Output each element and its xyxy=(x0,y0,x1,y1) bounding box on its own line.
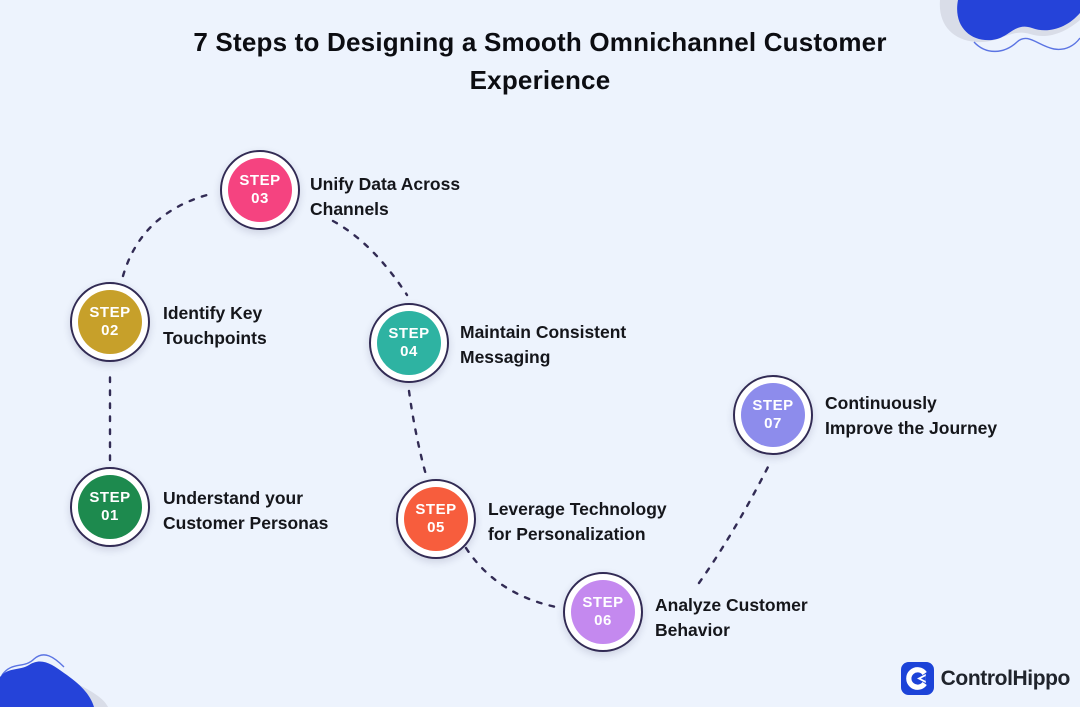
step-label-06: Analyze Customer Behavior xyxy=(655,595,808,640)
brand-logo: ControlHippo xyxy=(900,662,1071,695)
step-number: 07 xyxy=(764,415,782,432)
step-circle-05: STEP 05 xyxy=(404,487,468,551)
step-badge-05: STEP 05 xyxy=(396,479,476,559)
connector-step3-step4 xyxy=(331,219,409,297)
step-circle-04: STEP 04 xyxy=(377,311,441,375)
step-number: 06 xyxy=(594,612,612,629)
connector-step4-step5 xyxy=(407,389,428,477)
step-number: 04 xyxy=(400,343,418,360)
step-circle-01: STEP 01 xyxy=(78,475,142,539)
step-badge-06: STEP 06 xyxy=(563,572,643,652)
step-circle-06: STEP 06 xyxy=(571,580,635,644)
step-prefix: STEP xyxy=(388,325,430,342)
step-number: 03 xyxy=(251,190,269,207)
step-circle-03: STEP 03 xyxy=(228,158,292,222)
step-badge-07: STEP 07 xyxy=(733,375,813,455)
connector-step5-step6 xyxy=(464,546,558,609)
step-number: 05 xyxy=(427,519,445,536)
connector-step2-step3 xyxy=(121,193,209,278)
corner-blob-top-right xyxy=(939,0,1080,53)
step-label-02: Identify Key Touchpoints xyxy=(163,303,267,348)
step-number: 01 xyxy=(101,507,119,524)
step-prefix: STEP xyxy=(582,594,624,611)
step-prefix: STEP xyxy=(239,172,281,189)
step-badge-03: STEP 03 xyxy=(220,150,300,230)
step-label-03: Unify Data Across Channels xyxy=(310,174,461,219)
step-label-04: Maintain Consistent Messaging xyxy=(460,322,627,367)
step-prefix: STEP xyxy=(89,304,131,321)
corner-blob-bottom-left xyxy=(0,654,108,707)
connector-step6-step7 xyxy=(697,461,772,585)
step-circle-07: STEP 07 xyxy=(741,383,805,447)
controlhippo-icon xyxy=(900,662,934,695)
step-badge-04: STEP 04 xyxy=(369,303,449,383)
step-prefix: STEP xyxy=(89,489,131,506)
step-prefix: STEP xyxy=(415,501,457,518)
step-badge-01: STEP 01 xyxy=(70,467,150,547)
step-number: 02 xyxy=(101,322,119,339)
step-label-05: Leverage Technology for Personalization xyxy=(488,499,667,544)
step-circle-02: STEP 02 xyxy=(78,290,142,354)
step-badge-02: STEP 02 xyxy=(70,282,150,362)
page-title: 7 Steps to Designing a Smooth Omnichanne… xyxy=(193,27,887,95)
brand-name: ControlHippo xyxy=(940,666,1071,690)
step-label-01: Understand your Customer Personas xyxy=(163,488,329,533)
step-label-07: Continuously Improve the Journey xyxy=(825,393,998,438)
step-prefix: STEP xyxy=(752,397,794,414)
